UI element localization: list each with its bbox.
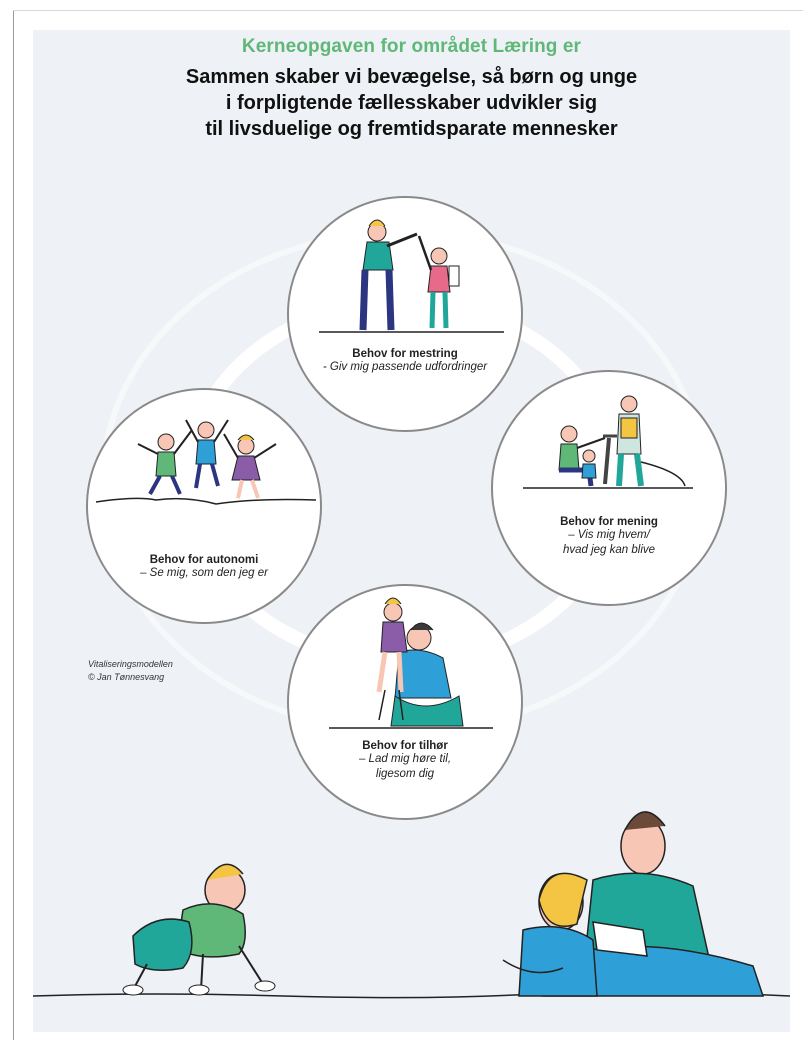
need-description: - Giv mig passende udfordringer — [322, 361, 488, 373]
model-credit: Vitaliseringsmodellen © Jan Tønnesvang — [88, 658, 173, 684]
worker-with-kids-illustration — [523, 395, 693, 489]
need-title: Behov for mening — [560, 516, 658, 528]
page-top-line — [13, 10, 803, 11]
reading-together-illustration — [502, 811, 765, 997]
need-description: ligesom dig — [375, 768, 435, 780]
high-five-illustration — [319, 219, 504, 333]
poster: Kerneopgaven for området Læring er Samme… — [33, 30, 790, 1032]
jumping-kids-illustration — [95, 419, 317, 505]
title-line: i forpligtende fællesskaber udvikler sig — [225, 92, 598, 114]
need-title: Behov for mestring — [352, 348, 458, 360]
need-circle-mening: Behov for mening – Vis mig hvem/ hvad je… — [491, 370, 727, 606]
need-description: – Lad mig høre til, — [358, 753, 452, 765]
title-line: til livsduelige og fremtidsparate mennes… — [205, 118, 618, 140]
credit-line: Vitaliseringsmodellen — [88, 659, 173, 669]
need-circle-mestring: Behov for mestring - Giv mig passende ud… — [287, 196, 523, 432]
title-line: Sammen skaber vi bevægelse, så børn og u… — [185, 66, 638, 88]
bottom-illustration — [33, 811, 790, 999]
page-edge-line — [13, 10, 14, 1040]
kicker-heading: Kerneopgaven for området Læring er — [241, 36, 582, 57]
need-circle-autonomi: Behov for autonomi – Se mig, som den jeg… — [86, 388, 322, 624]
main-title: Sammen skaber vi bevægelse, så børn og u… — [33, 64, 790, 142]
crawling-baby-illustration — [122, 863, 276, 996]
need-circle-tilhoer: Behov for tilhør – Lad mig høre til, lig… — [287, 584, 523, 820]
need-description: – Vis mig hvem/ — [568, 529, 650, 541]
need-title: Behov for autonomi — [149, 554, 259, 566]
credit-line: © Jan Tønnesvang — [88, 672, 165, 682]
need-description: – Se mig, som den jeg er — [140, 567, 268, 579]
need-title: Behov for tilhør — [362, 740, 448, 752]
need-description: hvad jeg kan blive — [562, 544, 656, 556]
parent-hug-illustration — [329, 597, 493, 729]
